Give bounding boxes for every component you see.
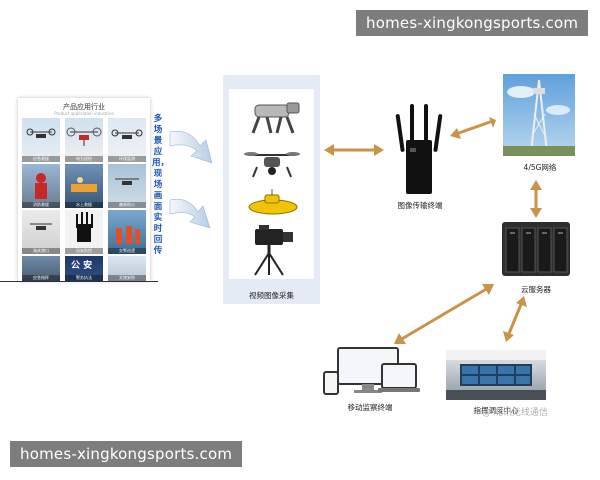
tile-caption: 文旅安防	[108, 275, 146, 281]
tile-caption: 应急救援	[22, 156, 60, 162]
industry-tile-3: 环保监测	[108, 118, 146, 162]
firefighter-icon	[35, 173, 47, 199]
industry-tile-1: 应急救援	[22, 118, 60, 162]
tile-caption: 消防救援	[22, 202, 60, 208]
transmission-label: 图像传输终端	[397, 201, 443, 210]
link-cloud-mobile	[394, 284, 494, 344]
flow-arrow-upper	[169, 131, 213, 164]
transmission-terminal-icon	[395, 104, 443, 194]
capture-panel-inner	[229, 89, 314, 279]
tile-caption: 应急指挥	[22, 275, 60, 281]
tile-caption: 海关港口	[22, 248, 60, 254]
capture-label: 视频图像采集	[249, 291, 294, 300]
link-cloud-command	[503, 296, 527, 342]
tile-caption: 电力巡检	[65, 156, 103, 162]
drone-icon	[244, 152, 300, 178]
divider	[0, 281, 158, 282]
tile-caption: 环保监测	[108, 156, 146, 162]
industry-tile-8: 治安防控	[65, 210, 103, 254]
industry-tile-12: 文旅安防	[108, 256, 146, 281]
command-label: 指挥调度中心	[473, 406, 519, 415]
command-center-image	[446, 350, 546, 400]
robot-dog-icon	[251, 102, 300, 134]
tile-caption: 警务执法	[65, 275, 103, 281]
camera-icon	[254, 225, 293, 276]
boat-icon	[248, 189, 298, 215]
watermark-top: homes-xingkongsports.com	[356, 10, 589, 36]
industry-tile-7: 海关港口	[22, 210, 60, 254]
industry-tile-5: 水上救援	[65, 164, 103, 208]
flow-arrow-lower	[169, 198, 211, 229]
drone-icon	[115, 178, 139, 185]
video-wall-icon	[446, 350, 546, 400]
footer-mark: @ 北讯无线通信	[482, 408, 548, 418]
mobile-monitor-icon	[323, 347, 420, 395]
cloud-server-icon	[502, 222, 570, 276]
drone-icon	[30, 223, 52, 230]
network-tower-image	[503, 74, 575, 156]
people-icon	[116, 226, 140, 244]
watermark-bottom: homes-xingkongsports.com	[10, 441, 243, 467]
tile-caption: 森林防火	[108, 202, 146, 208]
industry-tile-10: 应急指挥	[22, 256, 60, 281]
industry-panel: 产品应用行业 Product application industries 应急…	[18, 98, 150, 281]
industry-tile-4: 消防救援	[22, 164, 60, 208]
tile-caption: 水上救援	[65, 202, 103, 208]
tile-caption: 交警巡逻	[108, 248, 146, 254]
industry-title: 产品应用行业	[63, 103, 105, 111]
industry-tile-11: 公 安 警务执法	[65, 256, 103, 281]
rescue-icon	[71, 177, 97, 192]
link-transmission-network	[450, 117, 496, 139]
police-sign: 公 安	[71, 261, 93, 271]
industry-tile-2: 电力巡检	[65, 118, 103, 162]
drone-icon	[111, 129, 143, 139]
cloud-label: 云服务器	[521, 285, 551, 294]
capture-panel: 视频图像采集	[223, 75, 320, 304]
industry-tile-6: 森林防火	[108, 164, 146, 208]
link-network-cloud	[530, 180, 542, 218]
industry-subtitle: Product application industries	[54, 111, 114, 116]
scenario-text: 多场景应用，现场画面实时回传	[152, 114, 170, 256]
network-label: 4/5G网络	[523, 163, 557, 172]
cell-tower-icon	[503, 79, 575, 156]
router-icon	[76, 212, 93, 242]
industry-tile-9: 交警巡逻	[108, 210, 146, 254]
drone-icon	[66, 127, 102, 146]
link-capture-transmission	[324, 144, 384, 156]
tile-caption: 治安防控	[65, 248, 103, 254]
mobile-monitor-label: 移动监察终端	[347, 403, 393, 412]
drone-icon	[26, 128, 56, 138]
